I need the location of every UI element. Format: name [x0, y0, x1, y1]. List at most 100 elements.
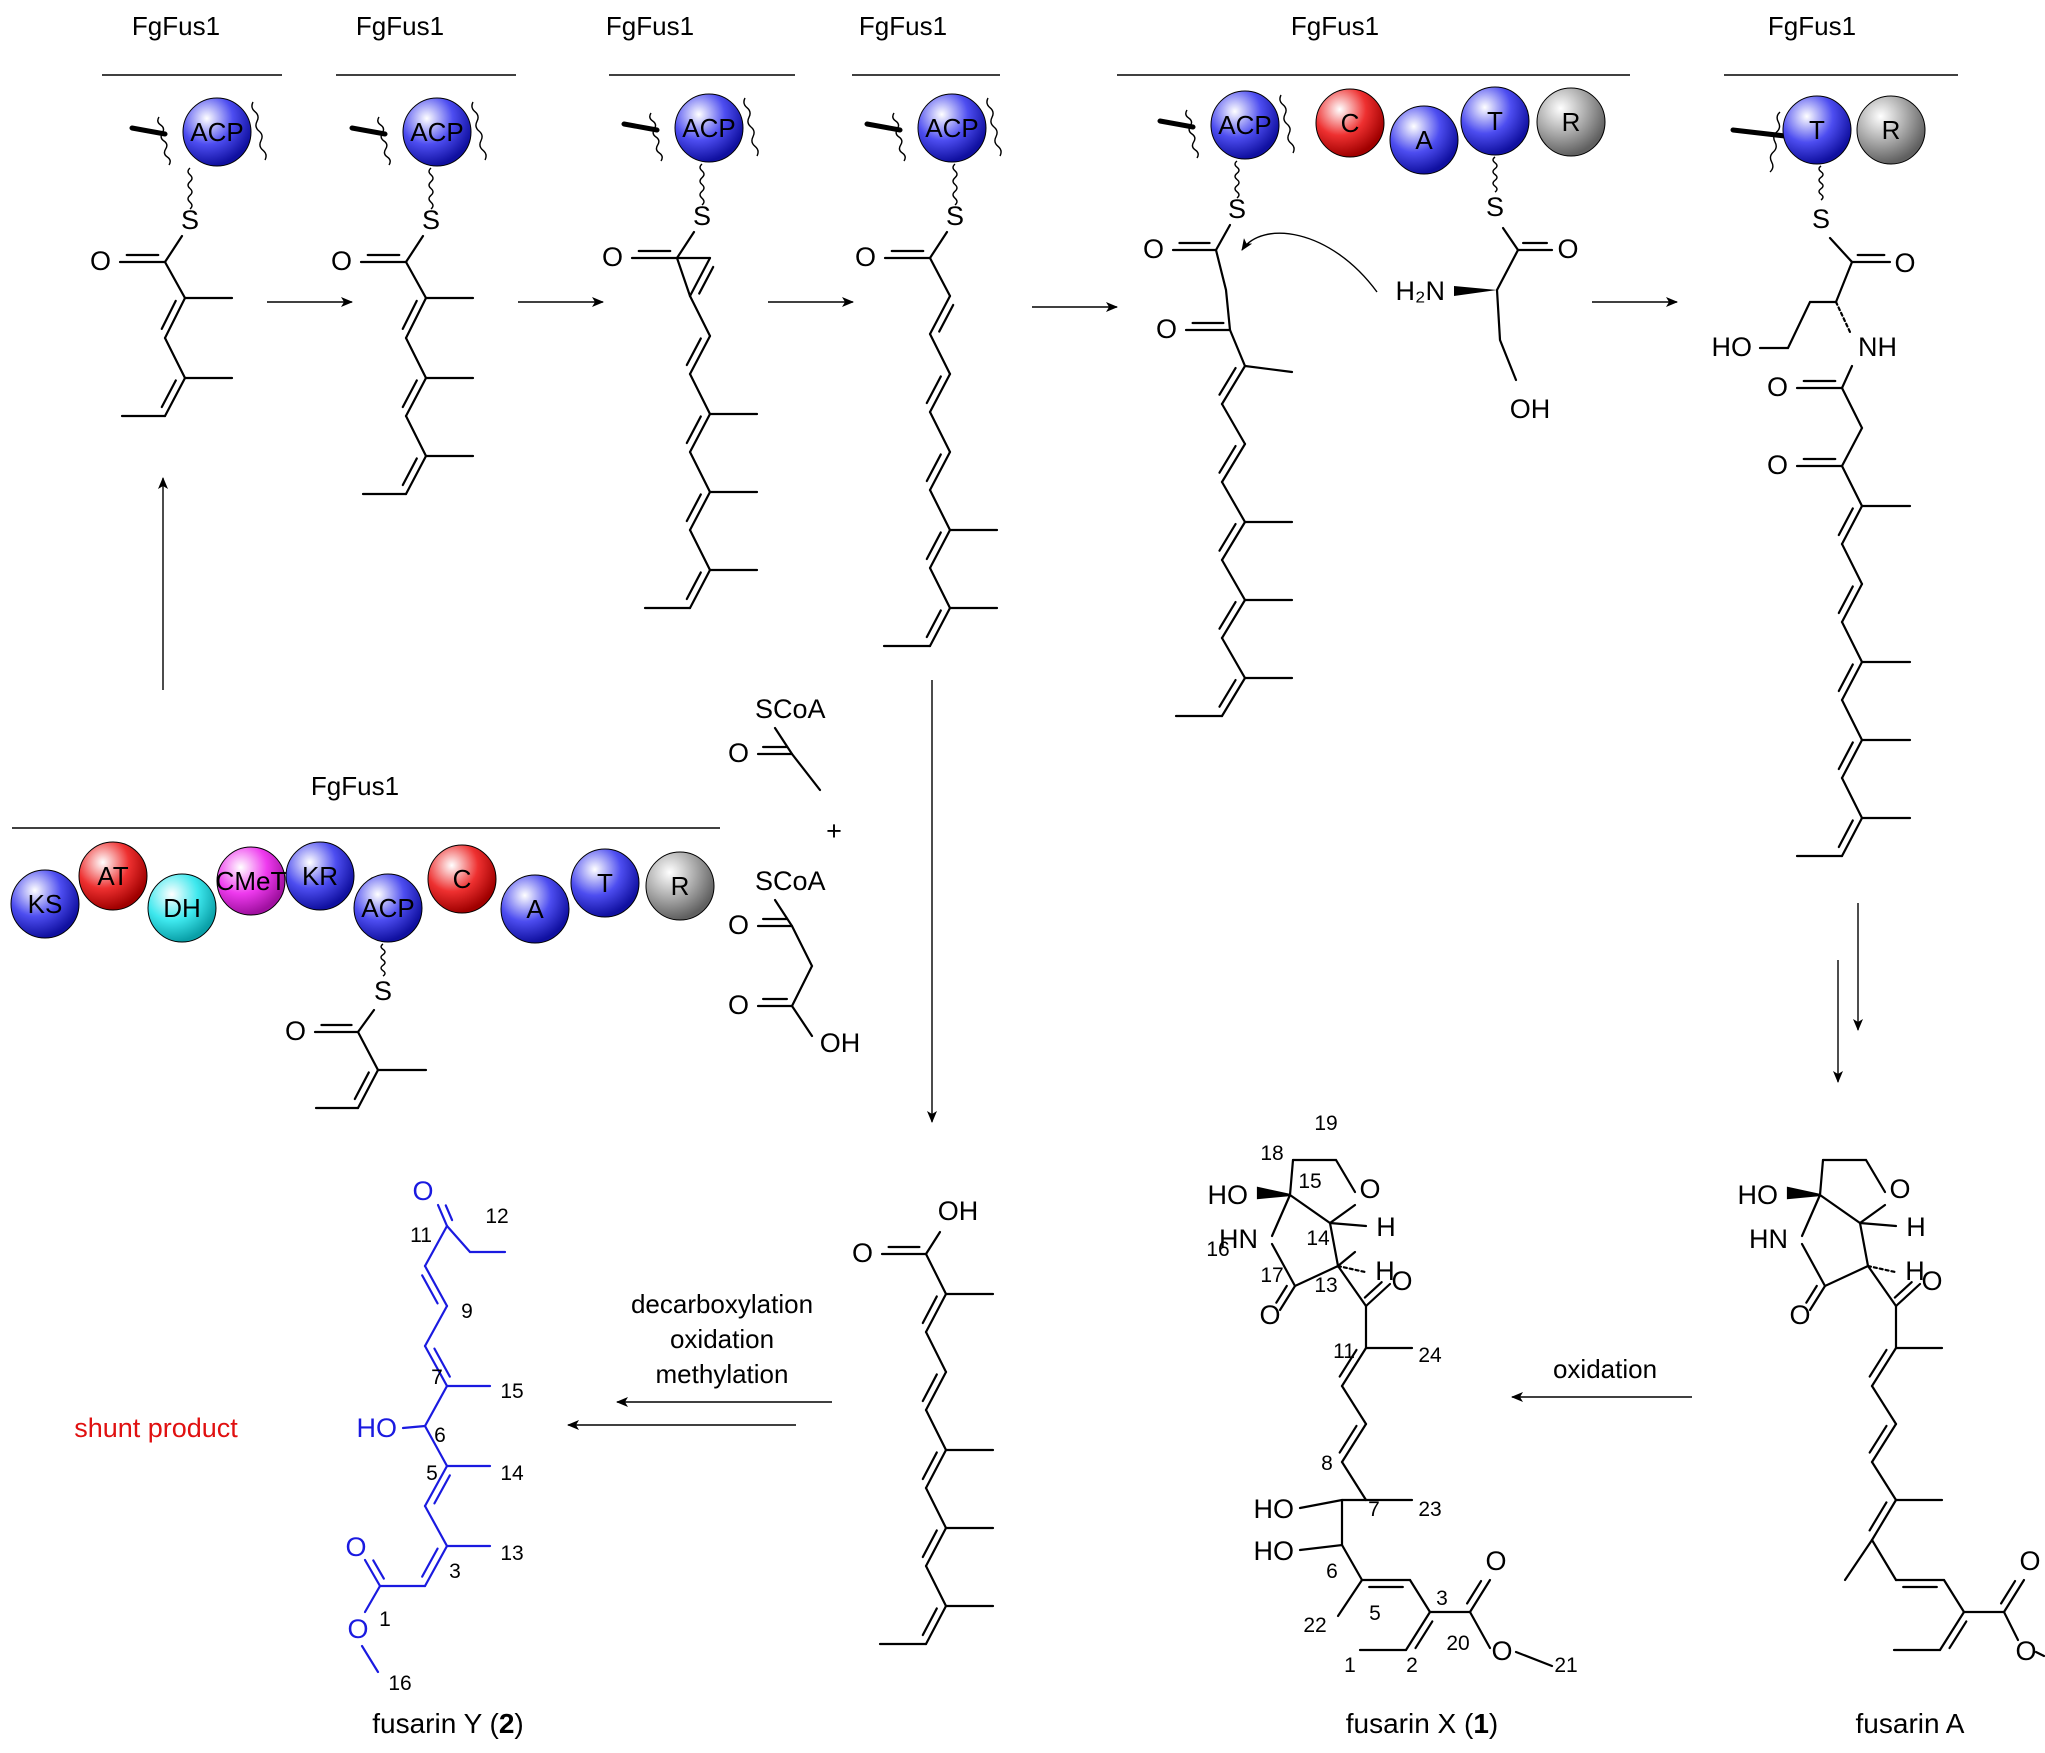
bond-chain	[924, 1230, 942, 1256]
atom-number: 1	[1344, 1654, 1356, 1677]
atom-number: 3	[449, 1560, 461, 1583]
condition-oxidation: oxidation	[670, 1324, 774, 1354]
carrier-tether	[1730, 127, 1788, 139]
thioester-linker	[1234, 160, 1240, 199]
double-bond	[1870, 1422, 1898, 1464]
hydroxyl-group: HO	[1712, 332, 1753, 362]
domain-dh: DH	[147, 873, 217, 943]
bond-chain	[1840, 464, 1912, 508]
double-bond-inner	[1893, 1281, 1913, 1299]
h-13: H	[1375, 1256, 1395, 1286]
domain-sphere	[353, 873, 423, 943]
double-bond-inner	[925, 531, 942, 561]
bond-chain	[1214, 223, 1232, 252]
double-bond	[1220, 598, 1247, 640]
domain-acp: ACP	[353, 873, 423, 943]
domain-sphere	[1210, 90, 1280, 160]
ester-oxygen-a: O	[2019, 1546, 2040, 1576]
ketone-oxygen: O	[1767, 450, 1788, 480]
fusarin-x-close: )	[1489, 1708, 1498, 1739]
bond-chain	[423, 1424, 449, 1468]
bond-chain	[1514, 1650, 1554, 1668]
domain-sphere	[78, 841, 148, 911]
thioester-linker	[699, 163, 705, 206]
sulfur-atom: S	[946, 201, 964, 231]
atom-number: 17	[1260, 1264, 1283, 1287]
double-bond-inner	[421, 1274, 439, 1305]
domain-sphere	[500, 874, 570, 944]
header-loading-module: FgFus1	[311, 771, 399, 801]
h-a1: H	[1906, 1212, 1926, 1242]
domain-t: T	[570, 848, 640, 918]
domain-sphere	[10, 869, 80, 939]
double-bond	[1840, 504, 1864, 546]
header-rules	[12, 74, 1958, 829]
atom-number: 14	[500, 1462, 524, 1485]
tether-wavy-left	[892, 112, 906, 162]
bond-chain	[423, 1304, 449, 1348]
domain-sphere	[1856, 95, 1926, 165]
bond-chain	[423, 1384, 449, 1428]
methoxy-oxygen: O	[1491, 1636, 1512, 1666]
domain-sphere	[1389, 105, 1459, 175]
double-bond	[1404, 1610, 1432, 1652]
malonyl-oxygen-2: O	[728, 990, 749, 1020]
lactam-oxygen: O	[1259, 1300, 1280, 1330]
carbonyl-oxygen: O	[602, 242, 623, 272]
hashed-bond	[1866, 1264, 1897, 1274]
tether-wavy-left	[649, 112, 663, 162]
bond-chain	[1495, 248, 1520, 382]
bond-chain	[1220, 402, 1247, 446]
double-bond-inner	[1999, 1579, 2017, 1605]
header-4: FgFus1	[859, 11, 947, 41]
header-3: FgFus1	[606, 11, 694, 41]
bond-chain	[1870, 1384, 1898, 1426]
carboxylic-oh: OH	[938, 1196, 979, 1226]
atom-number: 5	[426, 1462, 438, 1485]
double-bond	[163, 296, 187, 340]
fusarin-y-name: fusarin Y (2)	[372, 1708, 524, 1739]
carrier-tether	[349, 125, 388, 137]
ketone-oxygen: O	[1156, 314, 1177, 344]
double-bond	[423, 1264, 449, 1308]
atom-number: 11	[1333, 1340, 1355, 1363]
bond-chain	[1328, 1221, 1357, 1269]
domain-c: C	[427, 844, 497, 914]
sulfur-atom: S	[374, 976, 392, 1006]
domain-acp: ACP	[182, 97, 252, 167]
bond-chain	[928, 230, 949, 260]
domain-sphere	[570, 848, 640, 918]
carbonyl-oxygen: O	[90, 246, 111, 276]
sulfur-atom: S	[1812, 204, 1830, 234]
carbonyl-oxygen: O	[331, 246, 352, 276]
double-bond	[1870, 1498, 1898, 1542]
bond-chain	[928, 566, 999, 610]
double-bond-inner	[925, 375, 942, 405]
atom-number: 1	[379, 1608, 391, 1631]
lactam-oxygen-a: O	[1789, 1300, 1810, 1330]
double-bond-inner	[685, 571, 702, 601]
condition-decarboxylation: decarboxylation	[631, 1289, 813, 1319]
bond-chain	[163, 336, 234, 380]
atom-number: 15	[1298, 1170, 1321, 1193]
domain-acp: ACP	[917, 93, 987, 163]
bond-chain	[1800, 1193, 1822, 1238]
double-bond-inner	[921, 1451, 938, 1481]
double-bond	[688, 412, 712, 454]
double-bond	[1840, 816, 1864, 858]
domain-label: R	[1562, 107, 1581, 137]
bond-chain	[356, 1030, 428, 1072]
bond-chain	[1840, 776, 1912, 820]
atom-number: 6	[434, 1424, 446, 1447]
double-bond	[688, 256, 712, 298]
atom-number: 23	[1418, 1498, 1441, 1521]
fusarin-y-number: 2	[499, 1708, 515, 1739]
atom-number: 16	[1206, 1238, 1229, 1261]
shunt-product-label: shunt product	[74, 1413, 238, 1443]
tether-wavy-right	[743, 97, 759, 157]
bond-chain	[924, 1486, 995, 1530]
sulfur-atom: S	[181, 205, 199, 235]
bond-chain	[1336, 1578, 1364, 1618]
carboxylic-oh: OH	[820, 1028, 861, 1058]
